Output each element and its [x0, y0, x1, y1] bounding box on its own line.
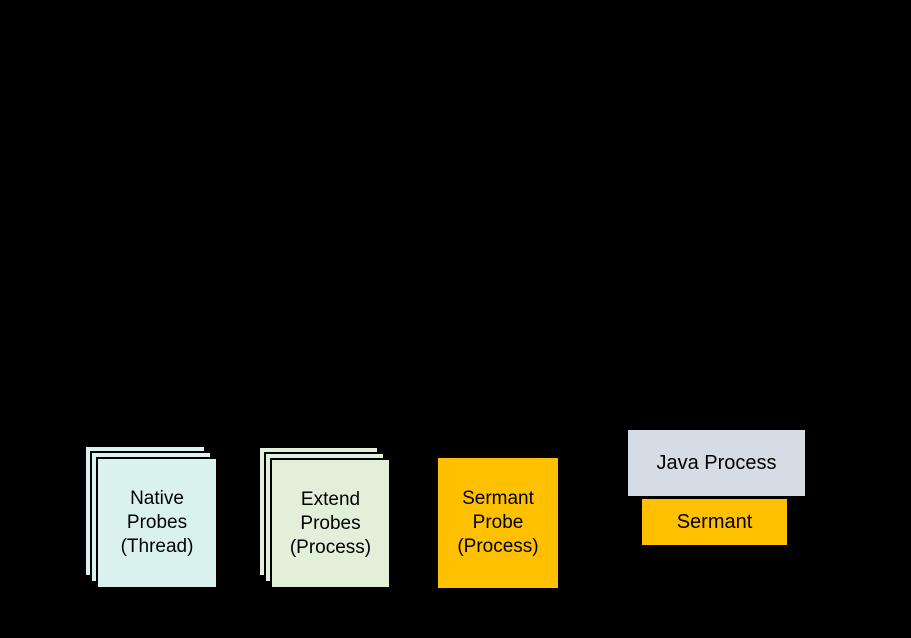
node-label-line: (Process) — [289, 536, 372, 558]
node-label-line: Probes — [126, 512, 188, 533]
node-label-line: (Process) — [457, 536, 539, 557]
java-process-box: Java Process — [628, 430, 805, 496]
node-label-line: (Thread) — [120, 536, 194, 557]
native-probes-box: Native Probes (Thread) — [96, 457, 218, 589]
node-label-line: Java Process — [656, 452, 777, 474]
node-label-line: Extend — [300, 488, 361, 510]
node-label-line: Sermant — [676, 511, 753, 533]
sermant-probe-node: Sermant Probe (Process) — [438, 458, 558, 588]
native-probes-node: Native Probes (Thread) — [84, 445, 218, 589]
node-label-line: Native — [130, 488, 184, 509]
sermant-probe-box: Sermant Probe (Process) — [438, 458, 558, 588]
sermant-box: Sermant — [642, 499, 787, 545]
node-label-line: Probe — [472, 512, 524, 533]
node-label-line: Probes — [300, 512, 361, 534]
extend-probes-box: Extend Probes (Process) — [270, 458, 391, 589]
sermant-node: Sermant — [642, 499, 787, 545]
node-label-line: Sermant — [462, 488, 534, 509]
java-process-node: Java Process — [628, 430, 805, 496]
extend-probes-node: Extend Probes (Process) — [258, 446, 391, 589]
